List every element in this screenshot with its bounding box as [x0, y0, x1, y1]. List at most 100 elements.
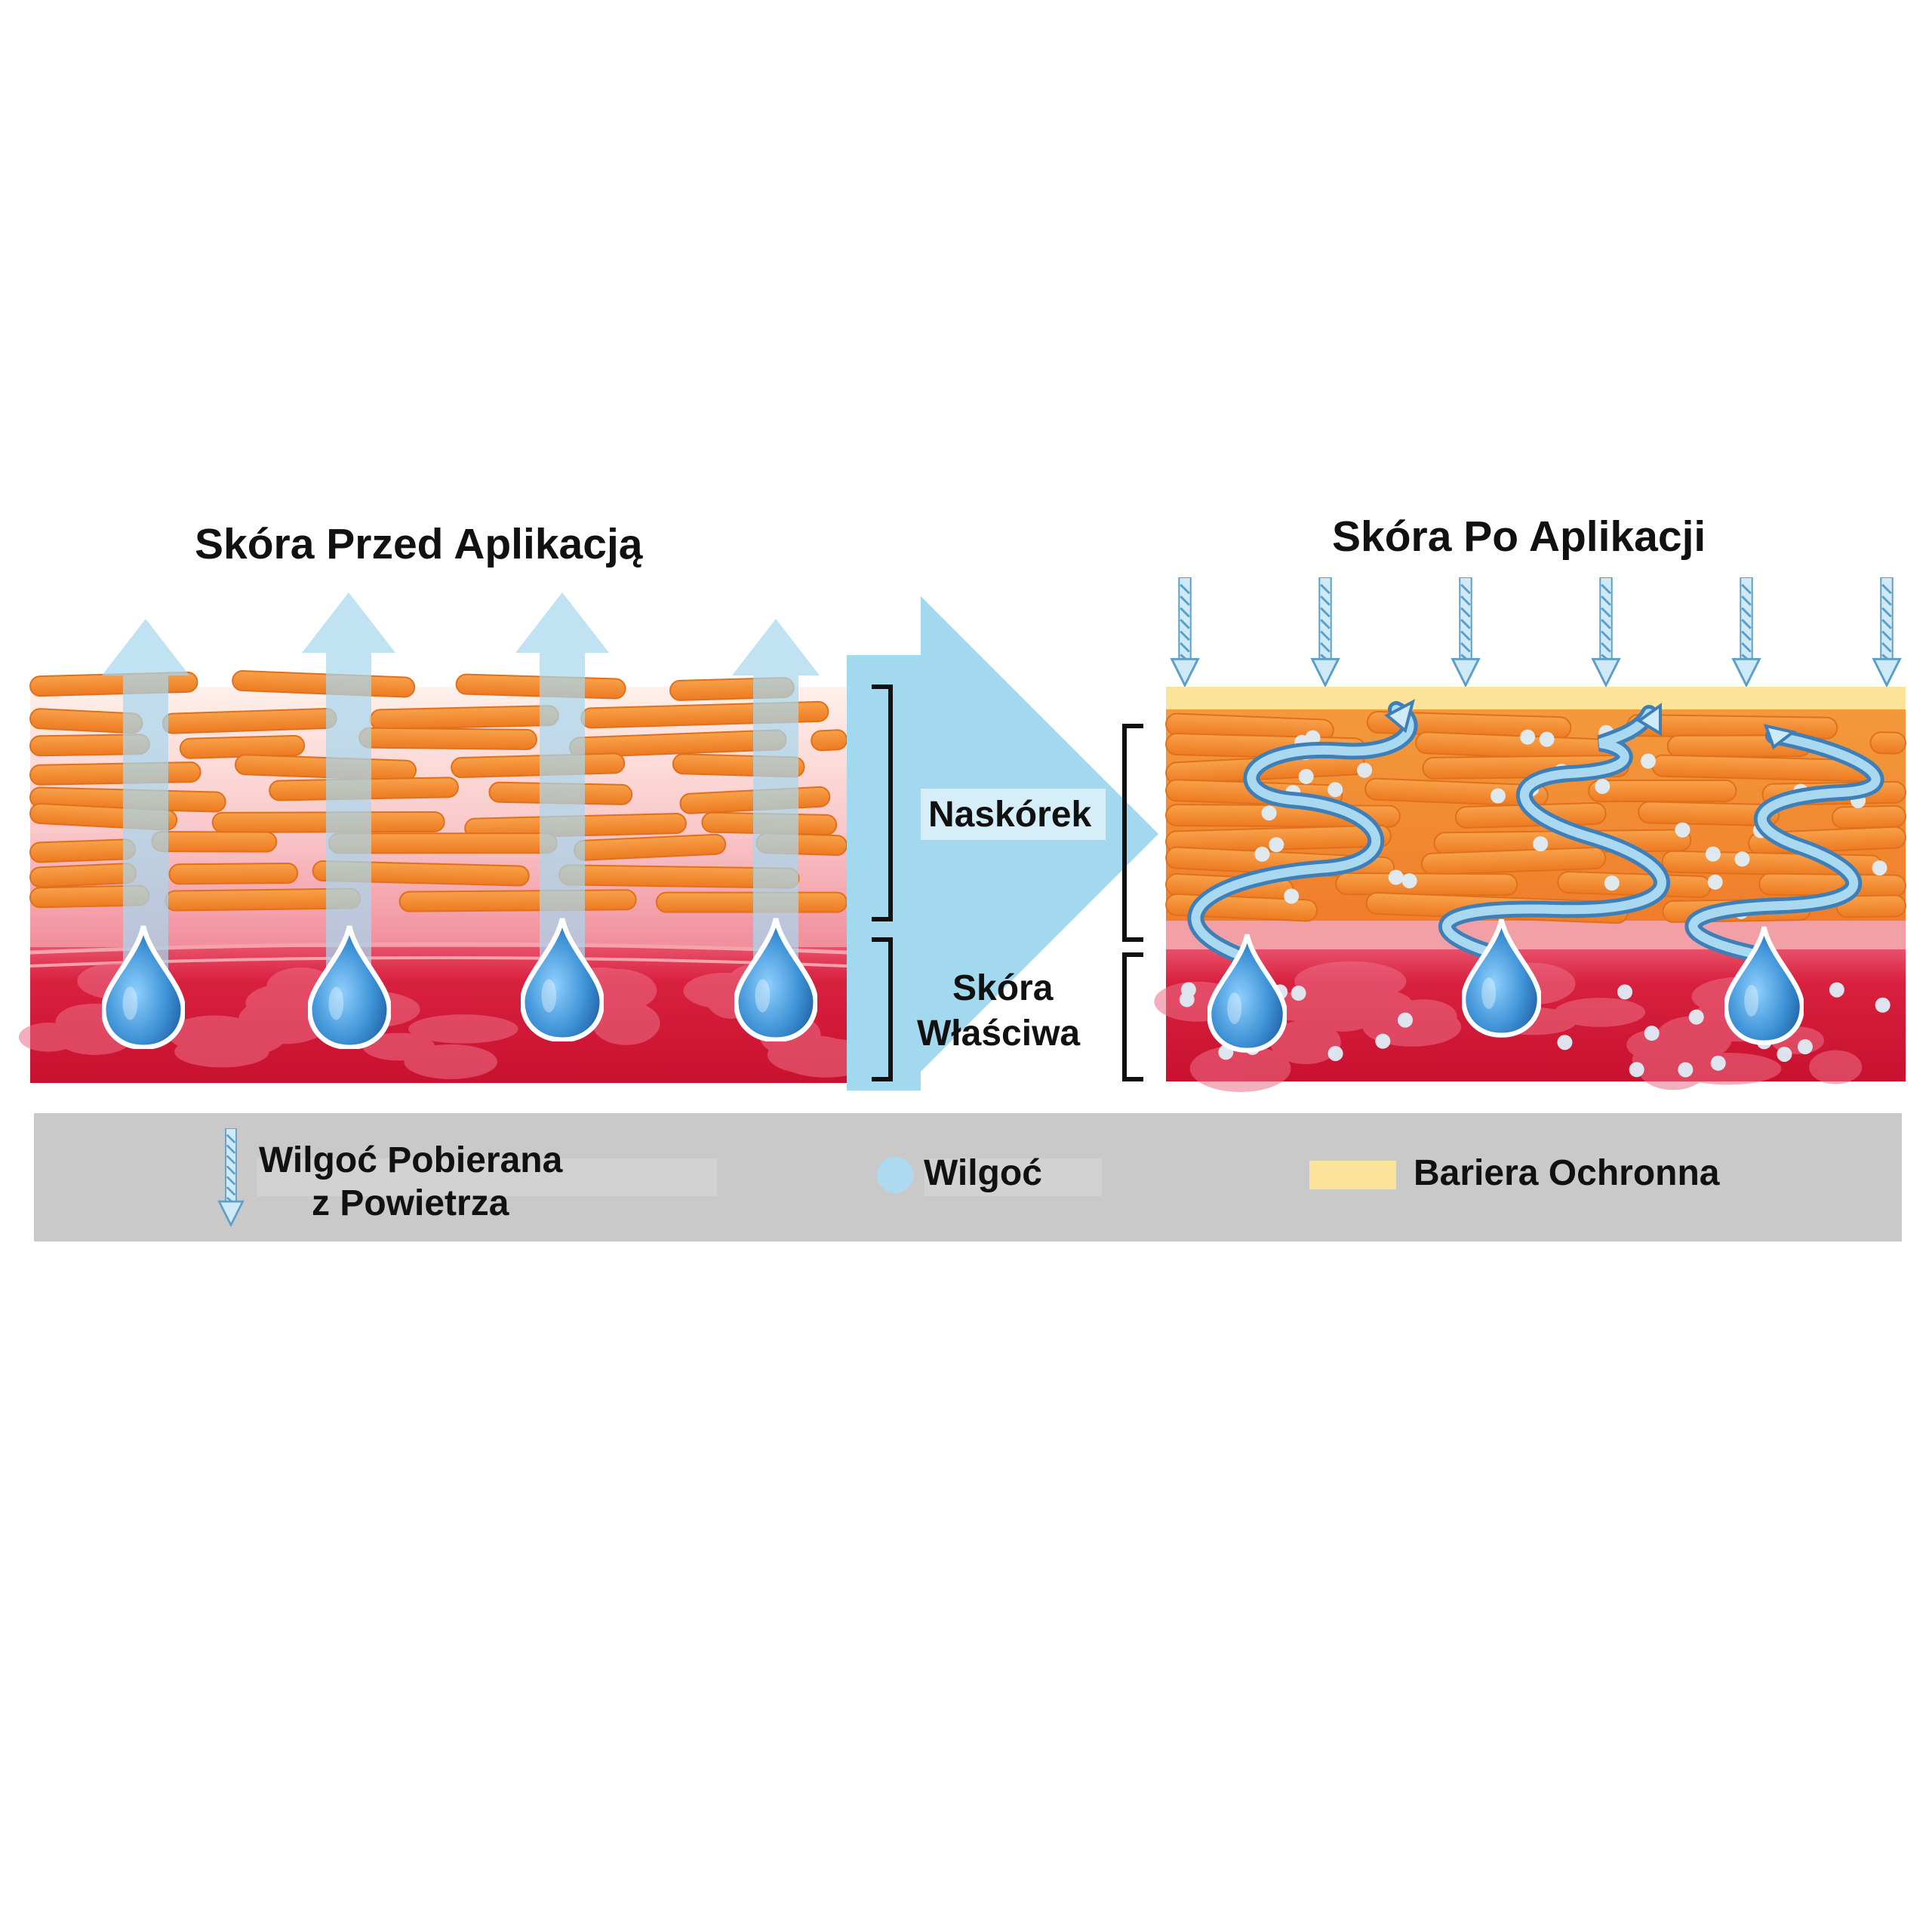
moisture-dot [1254, 846, 1270, 862]
arrow-down-icon [1171, 577, 1199, 687]
arrow-down-icon [1451, 577, 1480, 687]
barrier-swatch [1309, 1161, 1396, 1189]
moisture-dot [1641, 753, 1657, 769]
legend-air-moisture-line1: Wilgoć Pobierana [259, 1140, 563, 1180]
legend: Wilgoć Pobierana z Powietrza Wilgoć Bari… [34, 1113, 1902, 1241]
epidermis-cell [398, 889, 637, 912]
dermis-cell [362, 1032, 435, 1061]
moisture-dot [1797, 1039, 1813, 1055]
moisture-dot [1298, 768, 1314, 784]
epidermis-cell [1835, 894, 1907, 918]
dermis-cell [408, 1014, 518, 1044]
retained-moisture-paths [1187, 699, 1884, 963]
legend-barrier: Bariera Ochronna [1414, 1153, 1720, 1193]
dermis-cell [1189, 1044, 1291, 1092]
dermis-label-line1: Skóra [952, 968, 1054, 1008]
moisture-dot [1261, 805, 1277, 821]
moisture-dot [1678, 1062, 1694, 1078]
epidermis-cell [1831, 804, 1907, 829]
moisture-dot [1520, 729, 1536, 745]
epidermis-cell [1869, 731, 1907, 755]
arrow-right-icon [847, 596, 1158, 1091]
moisture-dot [1397, 1012, 1413, 1028]
skin-after-panel [1154, 577, 1907, 1092]
dermis-bracket-right [1122, 952, 1143, 1081]
arrow-up-icon [102, 619, 189, 981]
dermis-cell [1626, 1029, 1681, 1060]
moisture-dot [1490, 788, 1506, 804]
epidermis-cell [29, 863, 137, 888]
arrow-up-icon [515, 592, 609, 981]
moisture-dot [1644, 1026, 1660, 1041]
legend-air-moisture-line2: z Powietrza [312, 1183, 509, 1223]
dermis-cell [592, 1001, 660, 1045]
dermis-cell [1554, 998, 1646, 1027]
moisture-dot [1327, 782, 1343, 798]
epidermis-cell [358, 727, 537, 750]
epidermis-cell [451, 752, 626, 779]
protective-barrier-layer [1166, 687, 1906, 709]
moisture-dot [1388, 869, 1404, 885]
moisture-dot [1875, 997, 1890, 1013]
arrow-down-icon [1311, 577, 1340, 687]
moisture-dot [1375, 1033, 1391, 1049]
moisture-dot [1539, 731, 1555, 747]
moisture-dot [1327, 1045, 1343, 1061]
moisture-dot [1734, 851, 1750, 867]
dermis-cell [1674, 1052, 1782, 1085]
epidermis-cell [369, 705, 559, 731]
epidermis-cells-before [29, 669, 848, 913]
dermis-cell [1270, 1020, 1341, 1065]
epidermis-cell [168, 863, 299, 885]
moisture-dot [1595, 778, 1611, 794]
moisture-loss-arrows [102, 592, 820, 981]
arrow-down-icon [1732, 577, 1761, 687]
epidermis-cell [29, 671, 198, 697]
arrow-up-icon [302, 592, 395, 981]
epidermis-cell [1420, 847, 1607, 875]
moisture-dot [1629, 1062, 1644, 1078]
moisture-dot [1357, 762, 1373, 778]
moisture-dot-icon [877, 1157, 913, 1193]
epidermis-cell [655, 891, 848, 913]
epidermis-cell [811, 729, 848, 752]
epidermis-cell [151, 831, 278, 853]
dermis-cell [1809, 1050, 1863, 1084]
legend-moisture: Wilgoć [924, 1153, 1042, 1193]
moisture-dot [1604, 875, 1620, 891]
moisture-intake-arrows [1171, 577, 1901, 687]
moisture-dot [1777, 1046, 1792, 1062]
epidermis-bracket-right [1122, 724, 1143, 942]
epidermis-label-bg [921, 789, 1106, 840]
moisture-dot [1179, 992, 1195, 1008]
moisture-dot [1557, 1035, 1573, 1051]
moisture-dot [1872, 860, 1887, 876]
moisture-dot [1533, 836, 1549, 852]
moisture-dot [1710, 1055, 1726, 1071]
moisture-dot [1707, 874, 1723, 890]
moisture-dot [1675, 822, 1690, 838]
epidermis-bracket [872, 685, 893, 921]
epidermis-cell [1335, 872, 1518, 897]
moisture-dot [1617, 984, 1633, 1000]
moisture-dot [1291, 986, 1306, 1001]
epidermis-cell [29, 761, 202, 786]
skin-before-panel [18, 592, 875, 1083]
epidermis-label: Naskórek [928, 795, 1091, 835]
epidermis-cell [1638, 801, 1780, 827]
arrow-up-icon [732, 619, 820, 981]
dermis-cell [174, 1035, 269, 1068]
arrow-down-icon [1592, 577, 1620, 687]
epidermis-cell [1588, 779, 1737, 803]
epidermis-cell [1557, 871, 1712, 898]
title-after-application: Skóra Po Aplikacji [1332, 512, 1706, 561]
title-before-application: Skóra Przed Aplikacją [195, 520, 644, 568]
moisture-dot [1401, 873, 1417, 889]
moisture-dot [1269, 837, 1284, 853]
arrow-down-icon [1872, 577, 1901, 687]
moisture-dot [1829, 982, 1844, 998]
moisture-dot [1705, 846, 1721, 862]
moisture-dot [1284, 888, 1300, 904]
epidermis-cell [29, 838, 137, 863]
